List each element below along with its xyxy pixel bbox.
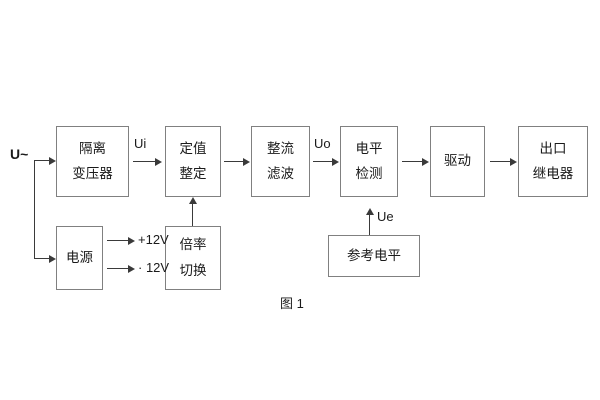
rail-negative-label: · 12V (138, 260, 170, 275)
block-level-detection: 电平 检测 (340, 126, 398, 197)
block-multiplier-switch: 倍率 切换 (165, 226, 221, 290)
block-level-detection-line2: 检测 (355, 166, 383, 181)
arrow-setpoint-to-rectify (243, 158, 250, 166)
wire-drive-to-output-relay (490, 161, 511, 162)
signal-label-uo: Uo (314, 136, 331, 151)
block-output-relay-line2: 继电器 (532, 166, 574, 181)
block-power-supply: 电源 (56, 226, 103, 290)
arrow-transformer-to-setpoint (155, 158, 162, 166)
input-bus-to-transformer-wire (34, 160, 50, 161)
signal-label-ui: Ui (134, 136, 147, 151)
arrow-multiplier-to-setpoint (189, 197, 197, 204)
input-bus-to-power-supply-arrow (49, 255, 56, 263)
input-supply-label: U~ (10, 146, 29, 162)
block-rectify-filter-line2: 滤波 (267, 166, 294, 181)
block-setpoint-setting-line1: 定值 (179, 140, 207, 156)
rail-positive-label: +12V (138, 232, 169, 247)
block-power-supply-line1: 电源 (66, 249, 93, 265)
wire-setpoint-to-rectify (224, 161, 244, 162)
signal-label-ue: Ue (377, 209, 394, 224)
block-setpoint-setting-line2: 整定 (179, 166, 207, 181)
arrow-rail-negative (128, 265, 135, 273)
input-bus-to-power-supply-wire (34, 258, 50, 259)
block-isolation-transformer-line2: 变压器 (72, 166, 113, 181)
block-reference-level: 参考电平 (328, 235, 420, 277)
block-setpoint-setting: 定值 整定 (165, 126, 221, 197)
block-drive: 驱动 (430, 126, 485, 197)
wire-multiplier-to-setpoint (192, 202, 193, 226)
block-multiplier-switch-line1: 倍率 (179, 237, 207, 253)
block-isolation-transformer: 隔离 变压器 (56, 126, 129, 197)
wire-transformer-to-setpoint (133, 161, 156, 162)
arrow-drive-to-output-relay (510, 158, 517, 166)
arrow-rectify-to-level-detection (332, 158, 339, 166)
arrow-rail-positive (128, 237, 135, 245)
wire-rectify-to-level-detection (313, 161, 333, 162)
input-bus-vertical-wire (34, 160, 35, 259)
arrow-level-detection-to-drive (422, 158, 429, 166)
figure-caption: 图 1 (280, 296, 304, 311)
wire-level-detection-to-drive (402, 161, 423, 162)
wire-reference-level-to-level-detection (369, 213, 370, 235)
block-rectify-filter-line1: 整流 (267, 140, 294, 156)
input-bus-to-transformer-arrow (49, 157, 56, 165)
block-multiplier-switch-line2: 切换 (179, 262, 207, 278)
arrow-reference-level-to-level-detection (366, 208, 374, 215)
wire-rail-negative (107, 268, 129, 269)
block-level-detection-line1: 电平 (355, 140, 383, 156)
block-output-relay: 出口 继电器 (518, 126, 588, 197)
block-drive-line1: 驱动 (444, 153, 471, 169)
block-rectify-filter: 整流 滤波 (251, 126, 310, 197)
block-output-relay-line1: 出口 (539, 140, 567, 156)
wire-rail-positive (107, 240, 129, 241)
block-reference-level-line1: 参考电平 (347, 247, 401, 263)
block-isolation-transformer-line1: 隔离 (79, 140, 106, 156)
